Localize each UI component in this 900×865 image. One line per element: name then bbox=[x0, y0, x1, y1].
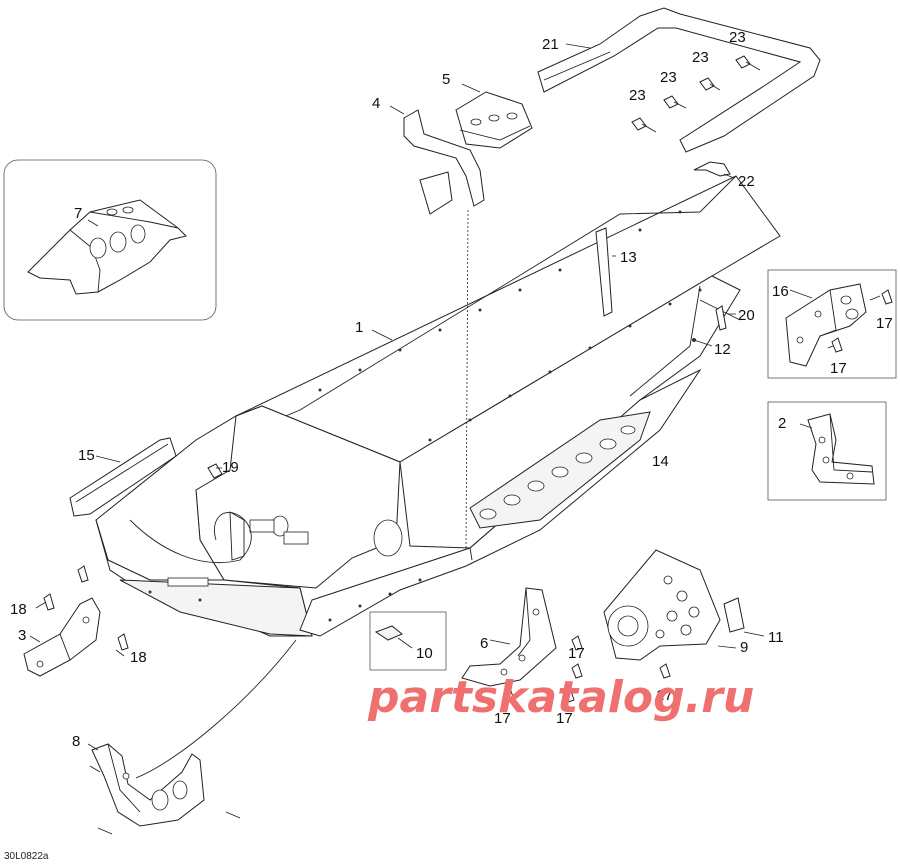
chassis-rivets bbox=[148, 210, 702, 622]
callout-17a: 17 bbox=[876, 315, 893, 332]
part-15-bracket bbox=[69, 437, 177, 517]
part-6-bracket bbox=[461, 587, 557, 687]
callout-6: 6 bbox=[480, 635, 488, 652]
callout-17e: 17 bbox=[556, 710, 573, 727]
callout-15: 15 bbox=[78, 447, 95, 464]
part-19-screw bbox=[207, 463, 223, 479]
part-23-screws bbox=[631, 55, 761, 133]
detail-box-part-16 bbox=[767, 269, 897, 379]
callout-19: 19 bbox=[222, 459, 239, 476]
callout-14: 14 bbox=[652, 453, 669, 470]
drawing-code: 30L0822a bbox=[4, 851, 49, 862]
callout-5: 5 bbox=[442, 71, 450, 88]
part-13-strap bbox=[595, 227, 616, 317]
callout-20: 20 bbox=[738, 307, 755, 324]
callout-17b: 17 bbox=[830, 360, 847, 377]
callout-4: 4 bbox=[372, 95, 380, 112]
callout-23c: 23 bbox=[660, 69, 677, 86]
callout-17c: 17 bbox=[568, 645, 585, 662]
part-21-grab-handle bbox=[537, 7, 821, 153]
callout-12: 12 bbox=[714, 341, 731, 358]
callout-8: 8 bbox=[72, 733, 80, 750]
part-7-bracket bbox=[27, 199, 187, 295]
callout-labels: 1 2 3 4 5 6 7 8 9 10 11 12 13 14 15 16 1… bbox=[10, 29, 893, 750]
callout-22: 22 bbox=[738, 173, 755, 190]
callout-1: 1 bbox=[355, 319, 363, 336]
part-18-screws bbox=[35, 565, 129, 657]
part-22-clip bbox=[693, 161, 735, 179]
callout-2: 2 bbox=[778, 415, 786, 432]
part-2-bracket bbox=[807, 413, 875, 485]
detail-box-part-10 bbox=[369, 611, 447, 671]
part-16-bracket bbox=[785, 283, 867, 367]
detail-box-part-2 bbox=[767, 401, 887, 501]
callout-16: 16 bbox=[772, 283, 789, 300]
part-3-bracket bbox=[23, 597, 101, 677]
part-11-bracket bbox=[723, 597, 765, 637]
part-20-fastener bbox=[715, 305, 736, 331]
callout-9: 9 bbox=[740, 639, 748, 656]
detail-box-part-7 bbox=[3, 159, 217, 321]
part-8-bracket bbox=[87, 639, 297, 835]
callout-17d: 17 bbox=[494, 710, 511, 727]
callout-10: 10 bbox=[416, 645, 433, 662]
callout-17f: 17 bbox=[656, 687, 673, 704]
part-9-plate bbox=[603, 549, 737, 661]
callout-11: 11 bbox=[768, 629, 784, 646]
callout-23d: 23 bbox=[629, 87, 646, 104]
callout-18a: 18 bbox=[10, 601, 27, 618]
watermark-text: partskatalog.ru bbox=[367, 672, 754, 723]
chassis-tunnel bbox=[95, 175, 781, 637]
callout-3: 3 bbox=[18, 627, 26, 644]
heat-exchanger-14 bbox=[469, 411, 651, 529]
callout-18b: 18 bbox=[130, 649, 147, 666]
callout-23b: 23 bbox=[692, 49, 709, 66]
part-5-bracket bbox=[455, 83, 533, 149]
callout-23a: 23 bbox=[729, 29, 746, 46]
part-17-screws bbox=[503, 289, 893, 703]
callout-13: 13 bbox=[620, 249, 637, 266]
part-4-handle bbox=[389, 105, 485, 215]
callout-7: 7 bbox=[74, 205, 82, 222]
callout-21: 21 bbox=[542, 36, 559, 53]
